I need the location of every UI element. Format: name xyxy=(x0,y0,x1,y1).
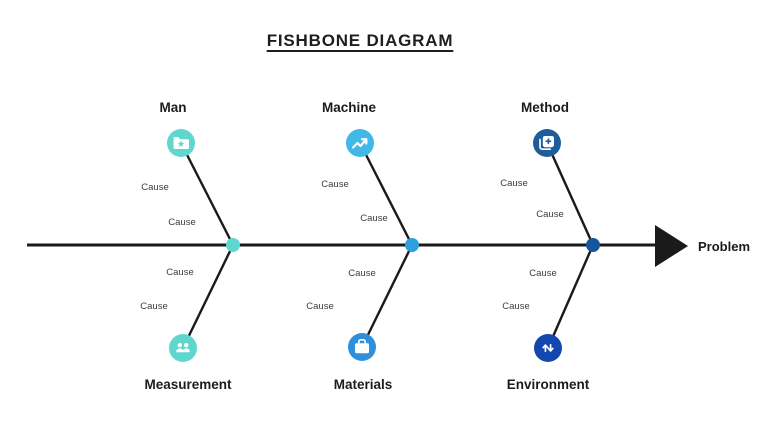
cause-label: Cause xyxy=(529,268,556,279)
cause-label: Cause xyxy=(500,178,527,189)
cause-label: Cause xyxy=(321,179,348,190)
document-plus-icon xyxy=(533,129,561,157)
cause-label: Cause xyxy=(306,301,333,312)
category-label-materials: Materials xyxy=(334,377,393,392)
branch-line-man xyxy=(179,142,235,246)
branch-line-method xyxy=(545,142,595,246)
category-label-environment: Environment xyxy=(507,377,590,392)
branch-line-materials xyxy=(360,244,414,348)
junction-dot-right xyxy=(586,238,600,252)
junction-dot-middle xyxy=(405,238,419,252)
trend-up-icon xyxy=(346,129,374,157)
cause-label: Cause xyxy=(168,217,195,228)
cause-label: Cause xyxy=(166,267,193,278)
cause-label: Cause xyxy=(360,213,387,224)
problem-label: Problem xyxy=(698,239,750,254)
cause-label: Cause xyxy=(348,268,375,279)
people-icon xyxy=(169,334,197,362)
category-label-measurement: Measurement xyxy=(144,377,232,392)
cause-label: Cause xyxy=(141,182,168,193)
category-label-method: Method xyxy=(521,100,569,115)
problem-arrowhead-icon xyxy=(655,225,688,267)
folder-star-icon xyxy=(167,129,195,157)
cause-label: Cause xyxy=(140,301,167,312)
branch-line-environment xyxy=(546,244,595,349)
category-label-man: Man xyxy=(160,100,187,115)
page-title: FISHBONE DIAGRAM xyxy=(266,31,454,50)
branch-line-machine xyxy=(358,142,414,246)
cause-label: Cause xyxy=(536,209,563,220)
branch-line-measurement xyxy=(181,244,235,349)
category-label-machine: Machine xyxy=(322,100,377,115)
briefcase-icon xyxy=(348,333,376,361)
swap-arrows-icon xyxy=(534,334,562,362)
junction-dot-left xyxy=(226,238,240,252)
cause-label: Cause xyxy=(502,301,529,312)
